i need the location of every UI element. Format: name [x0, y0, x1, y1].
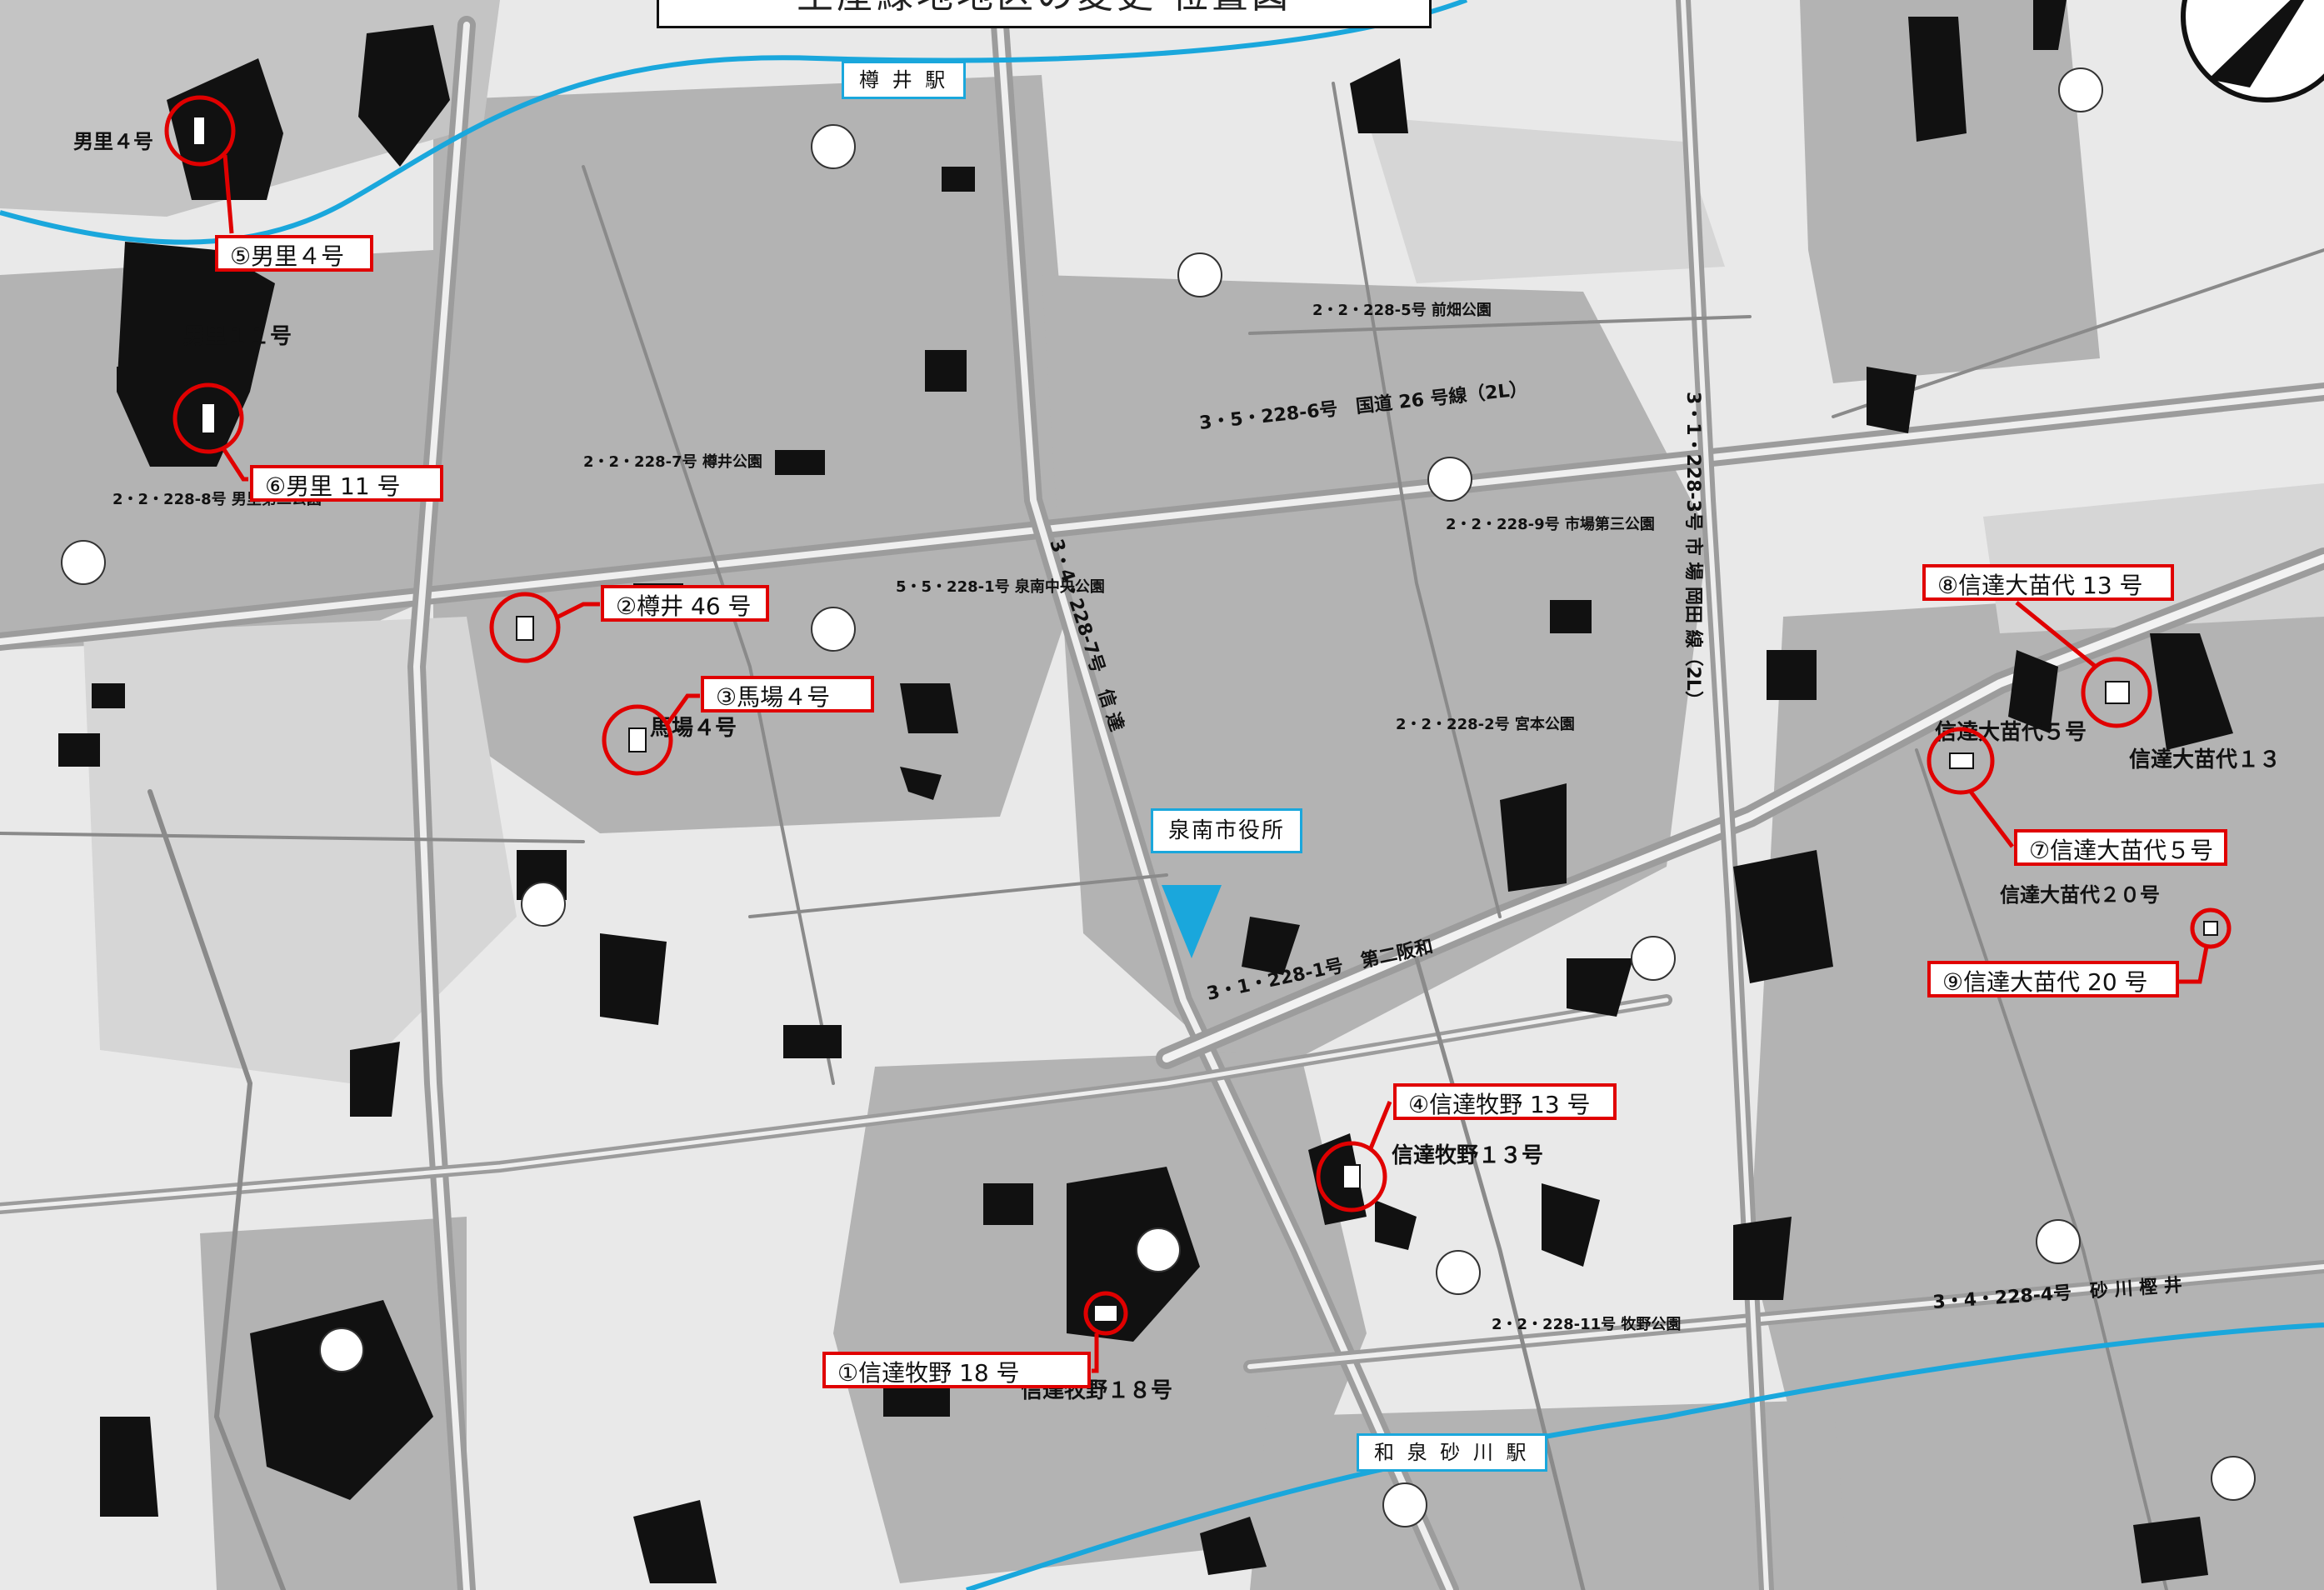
- callout-circle-7: [1927, 727, 1995, 795]
- callout-circle-5: [164, 95, 236, 167]
- label-park-maeda: 2・2・228-5号 前畑公園: [1312, 301, 1492, 319]
- callout-circle-9: [2190, 908, 2232, 949]
- callout-circle-2: [489, 592, 561, 663]
- label-route-east: 3・1・228-3号 市 場 岡田 線（2L）: [1682, 392, 1704, 709]
- callout-circle-3: [602, 704, 673, 776]
- callout-circle-8: [2081, 657, 2152, 728]
- callout-label-1: ①信達牧野 18 号: [822, 1352, 1091, 1388]
- callout-label-6: ⑥男里 11 号: [250, 465, 443, 502]
- callout-label-7: ⑦信達大苗代５号: [2014, 829, 2227, 866]
- callout-circle-4: [1316, 1141, 1387, 1212]
- callout-label-8: ⑧信達大苗代 13 号: [1922, 564, 2174, 601]
- label-onosato4: 男里４号: [73, 130, 153, 153]
- callout-label-2: ②樽井 46 号: [601, 585, 769, 622]
- label-park-miyamoto: 2・2・228-2号 宮本公園: [1396, 715, 1575, 733]
- map-title: 生産緑地地区の変更 位置図: [657, 0, 1432, 28]
- label-park-center: 5・5・228-1号 泉南中央公園: [896, 578, 1105, 596]
- callout-label-9: ⑨信達大苗代 20 号: [1927, 961, 2179, 998]
- label-park-ichiba: 2・2・228-9号 市場第三公園: [1446, 515, 1655, 533]
- callout-markers: [164, 95, 2232, 1373]
- station-label-izumisunagawa: 和 泉 砂 川 駅: [1357, 1433, 1547, 1472]
- city-hall-label: 泉南市役所: [1151, 808, 1303, 853]
- label-park-makino: 2・2・228-11号 牧野公園: [1492, 1315, 1681, 1333]
- label-park-tarui: 2・2・228-7号 樽井公園: [583, 452, 762, 471]
- callout-label-5: ⑤男里４号: [215, 235, 373, 272]
- callout-circle-1: [1083, 1291, 1128, 1336]
- label-shindachi-onoshiro13: 信達大苗代１３: [2129, 748, 2281, 772]
- site-symbols: [192, 116, 2218, 1322]
- light-zones: [83, 117, 2324, 1083]
- zoning-markers: [61, 68, 2256, 1528]
- label-shindachi-onoshiro5: 信達大苗代５号: [1935, 720, 2087, 745]
- callout-circle-6: [172, 382, 244, 454]
- callout-label-3: ③馬場４号: [701, 676, 874, 712]
- station-label-tarui: 樽 井 駅: [842, 61, 967, 99]
- city-hall-marker: [1162, 885, 1222, 958]
- jr-hanwa-line: [966, 1322, 2324, 1590]
- label-shindachi-onoshiro20: 信達大苗代２０号: [2000, 883, 2160, 907]
- label-onosato11: 男里１１号: [183, 324, 292, 349]
- north-arrow: [2181, 0, 2324, 102]
- nankai-line: [0, 0, 1468, 245]
- callout-label-4: ④信達牧野 13 号: [1393, 1083, 1617, 1120]
- label-shindachi-makino13: 信達牧野１３号: [1392, 1143, 1543, 1168]
